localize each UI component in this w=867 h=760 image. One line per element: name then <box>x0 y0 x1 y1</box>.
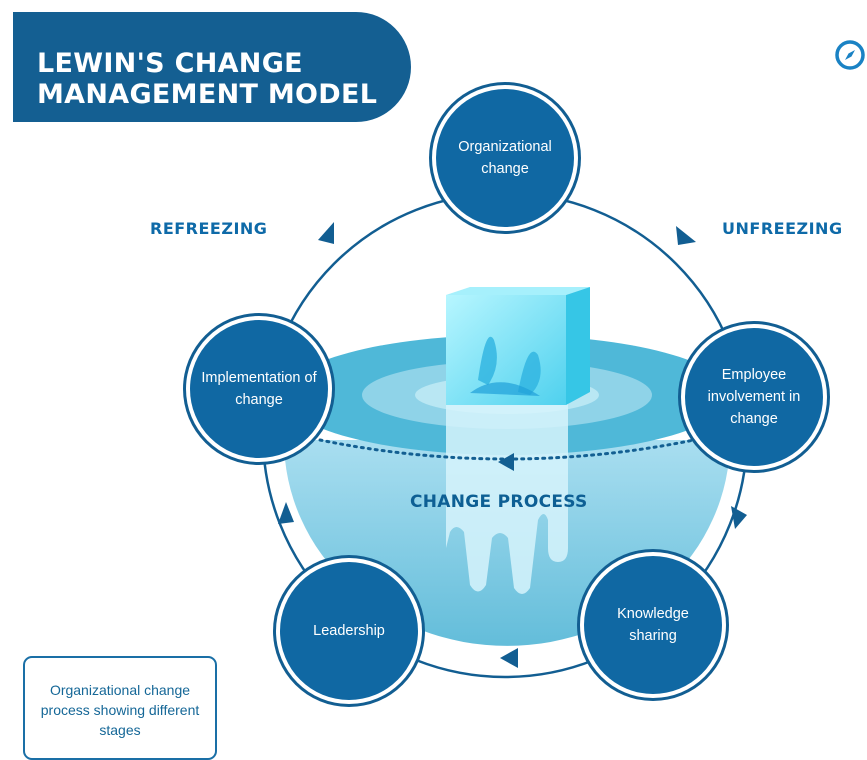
node-label: Employee involvement in change <box>707 367 801 427</box>
title-banner: LEWIN'S CHANGE MANAGEMENT MODEL <box>13 12 411 122</box>
arrow-icon <box>676 226 696 245</box>
stage-unfreezing: UNFREEZING <box>722 219 843 238</box>
arrow-icon <box>318 222 334 244</box>
node-label: Leadership <box>313 623 385 639</box>
arrow-icon <box>731 506 747 529</box>
node-label: Knowledge sharing <box>617 606 689 644</box>
node-label: Implementation of change <box>201 370 317 408</box>
arrow-icon <box>278 502 294 524</box>
ice-drips <box>446 395 568 594</box>
node-employee-involvement: Employee involvement in change <box>685 328 823 466</box>
stage-refreezing: REFREEZING <box>150 219 268 238</box>
process-arrow-icon <box>498 453 514 471</box>
node-knowledge-sharing: Knowledge sharing <box>584 556 722 694</box>
caption-box: Organizational change process showing di… <box>23 656 217 760</box>
caption-text: Organizational change process showing di… <box>40 682 200 738</box>
arrow-icon <box>500 648 518 668</box>
page-title: LEWIN'S CHANGE MANAGEMENT MODEL <box>37 48 378 110</box>
node-label: Organizational change <box>458 139 552 177</box>
node-leadership: Leadership <box>280 562 418 700</box>
node-implementation-of-change: Implementation of change <box>190 320 328 458</box>
compass-icon <box>835 40 865 70</box>
ice-cube-top <box>446 287 590 295</box>
change-process-label: CHANGE PROCESS <box>410 492 588 512</box>
node-organizational-change: Organizational change <box>436 89 574 227</box>
